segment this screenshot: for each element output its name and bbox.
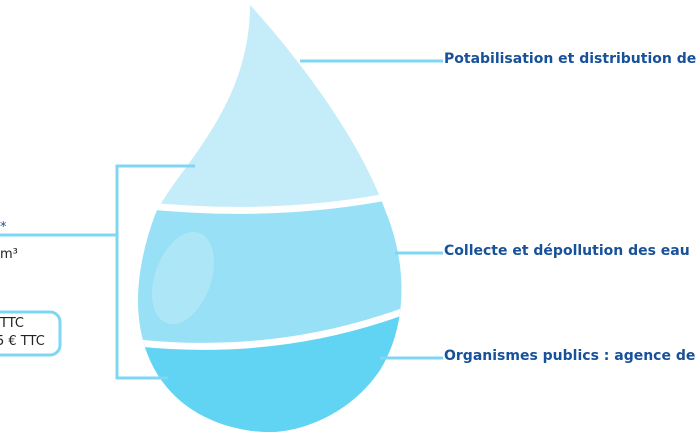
label-collecte: Collecte et dépollution des eau bbox=[444, 243, 690, 259]
unit-text: m³ bbox=[0, 247, 18, 262]
drop bbox=[138, 5, 402, 432]
asterisk: * bbox=[0, 220, 7, 235]
price-line-1: TTC bbox=[0, 316, 24, 331]
separator bbox=[138, 301, 402, 350]
price-line-2: 5 € TTC bbox=[0, 334, 45, 349]
drop-highlight bbox=[151, 231, 215, 325]
connector-lines bbox=[0, 59, 443, 380]
label-organismes: Organismes publics : agence de bbox=[444, 348, 696, 364]
label-potabilisation: Potabilisation et distribution de bbox=[444, 51, 697, 67]
